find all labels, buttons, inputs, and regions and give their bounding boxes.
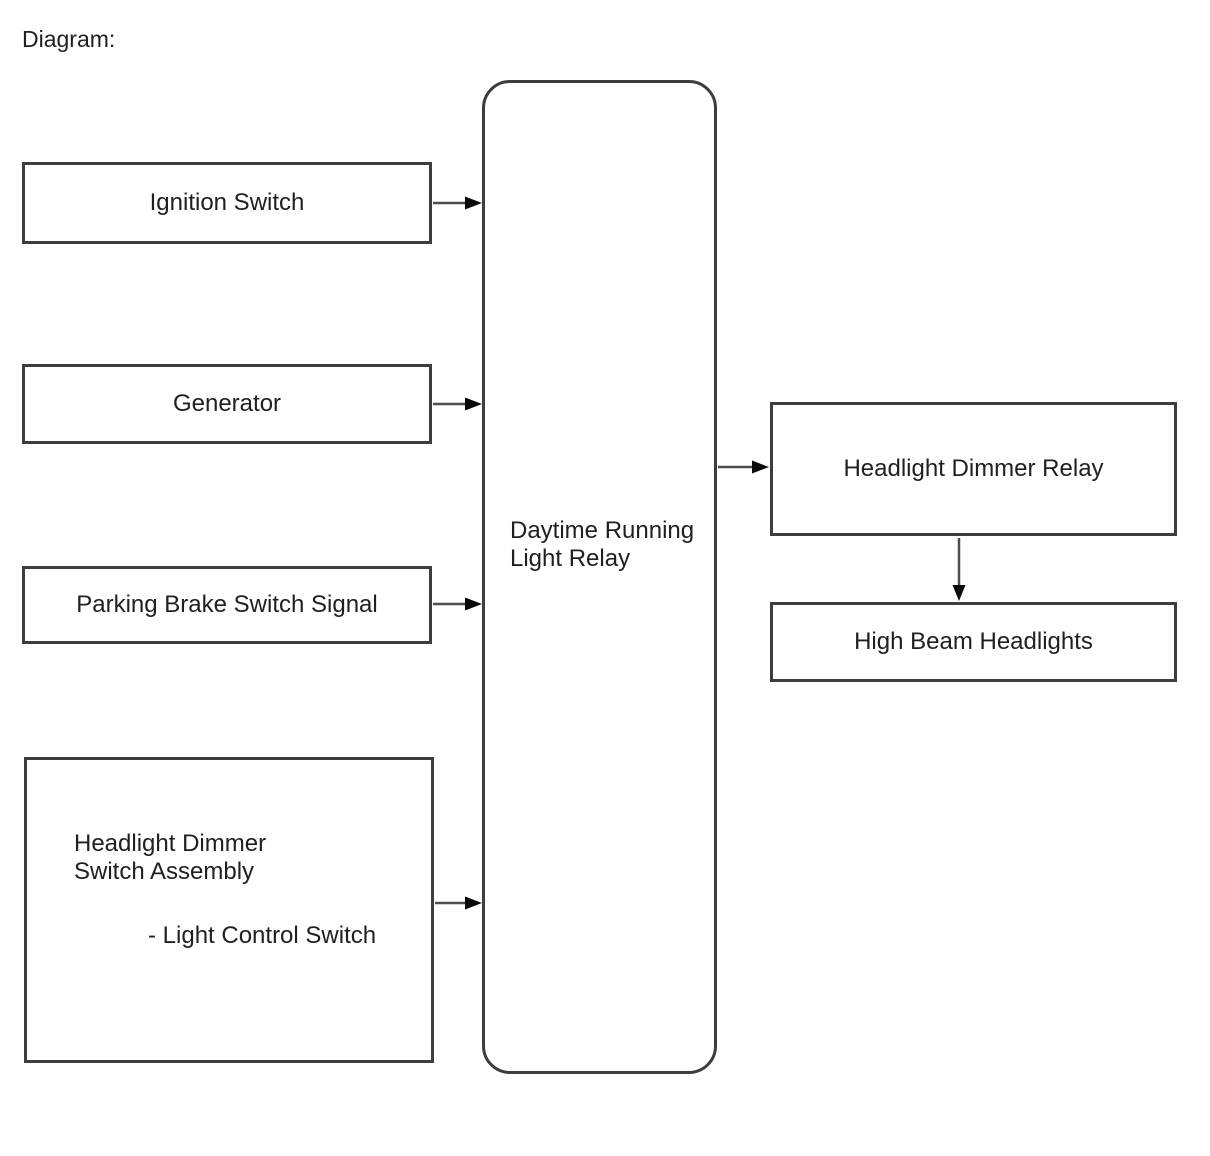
arrow-relay-to-dimmer-relay [718,460,769,474]
node-high-beam-headlights: High Beam Headlights [770,602,1177,682]
node-daytime-running-light-relay-label: Daytime Running Light Relay [510,517,694,573]
node-headlight-dimmer-relay-label: Headlight Dimmer Relay [843,455,1104,482]
node-parking-brake-switch-signal-label: Parking Brake Switch Signal [76,591,378,618]
arrow-dimmer-relay-to-high-beam [952,538,966,601]
node-headlight-dimmer-switch-assembly: Headlight Dimmer Switch Assembly - Light… [24,757,434,1063]
node-headlight-dimmer-relay: Headlight Dimmer Relay [770,402,1177,536]
node-high-beam-headlights-label: High Beam Headlights [854,628,1093,655]
assembly-sub-item: - Light Control Switch [148,922,377,949]
arrow-parking-brake-to-relay [433,597,482,611]
page-title: Diagram: [22,26,116,52]
arrow-ignition-to-relay [433,196,482,210]
arrow-dimmer-assembly-to-relay [435,896,482,910]
node-generator-label: Generator [172,390,282,417]
drl-relay-line2: Light Relay [510,545,631,572]
assembly-title-line2: Switch Assembly [74,858,255,885]
node-headlight-dimmer-switch-assembly-text: Headlight Dimmer Switch Assembly - Light… [27,760,431,950]
arrow-generator-to-relay [433,397,482,411]
node-daytime-running-light-relay: Daytime Running Light Relay [482,80,717,1074]
assembly-title-line1: Headlight Dimmer [74,830,267,857]
node-parking-brake-switch-signal: Parking Brake Switch Signal [22,566,432,644]
drl-relay-line1: Daytime Running [510,517,695,544]
node-ignition-switch-label: Ignition Switch [149,189,305,216]
node-generator: Generator [22,364,432,444]
node-ignition-switch: Ignition Switch [22,162,432,244]
